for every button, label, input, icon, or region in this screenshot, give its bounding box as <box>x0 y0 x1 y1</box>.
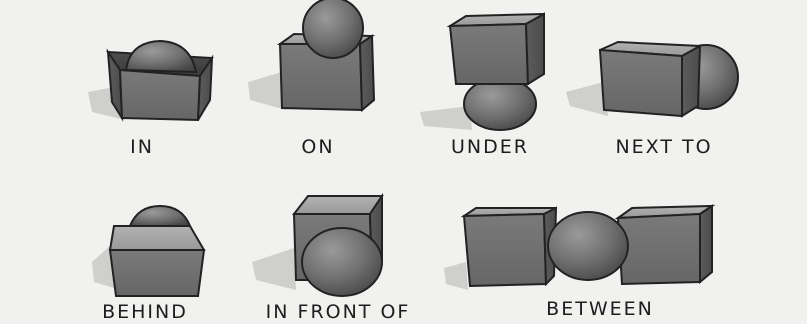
right-cube-side <box>700 206 712 282</box>
cube-side <box>360 36 374 110</box>
box-front-main <box>120 70 200 120</box>
ball-between-cubes <box>548 212 628 280</box>
scene-next-to <box>566 42 738 116</box>
ball-inside-box <box>126 41 196 72</box>
box-top-behind <box>110 226 204 250</box>
shadow-in-front-of <box>252 248 296 290</box>
scene-in-front-of <box>252 196 382 296</box>
label-on: ON <box>301 138 334 157</box>
scene-behind <box>92 206 204 296</box>
scene-between <box>444 206 712 290</box>
ball-in-front-of-cube <box>302 228 382 296</box>
box-front-behind <box>110 250 204 296</box>
cube-front-under <box>450 24 528 84</box>
ball-behind-box <box>130 206 190 226</box>
label-in: IN <box>130 138 154 157</box>
label-behind: BEHIND <box>102 303 188 322</box>
scene-under <box>420 14 544 130</box>
label-next-to: NEXT TO <box>615 138 712 157</box>
cube-top-front <box>294 196 382 214</box>
left-cube-front <box>464 214 546 286</box>
cube-side-under <box>526 14 544 84</box>
ball-under-cube <box>464 78 536 130</box>
label-between: BETWEEN <box>546 300 654 319</box>
label-under: UNDER <box>451 138 529 157</box>
ball-on-cube <box>303 0 363 58</box>
scene-on <box>248 0 374 110</box>
right-cube-front <box>618 214 700 284</box>
cube-front-next <box>600 50 682 116</box>
scene-in <box>88 41 212 120</box>
shadow-between <box>444 262 468 290</box>
label-in-front-of: IN FRONT OF <box>266 303 411 322</box>
cube-side-next <box>682 46 700 116</box>
